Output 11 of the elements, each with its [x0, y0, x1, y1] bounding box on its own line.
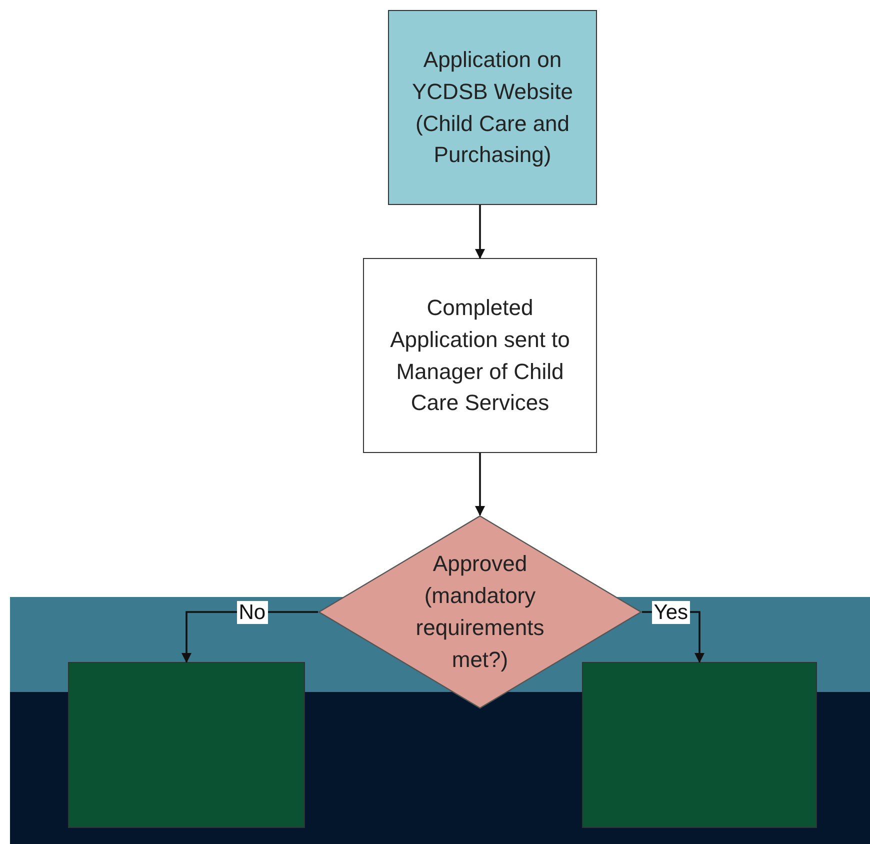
box-text: Approved (mandatory requirements met?): [414, 550, 546, 674]
process-box: [388, 10, 597, 205]
edge-label: No: [236, 600, 268, 624]
process-box: [68, 662, 305, 828]
box-text: Application on YCDSB Website (Child Care and Purchasing): [411, 46, 574, 170]
box-text: Completed Application sent to Manager of Child Care Services: [389, 294, 571, 418]
arrow: [475, 453, 485, 516]
arrow: [475, 205, 485, 259]
edge-label: Yes: [652, 600, 690, 624]
process-box: [582, 662, 817, 828]
process-box: [363, 258, 597, 453]
